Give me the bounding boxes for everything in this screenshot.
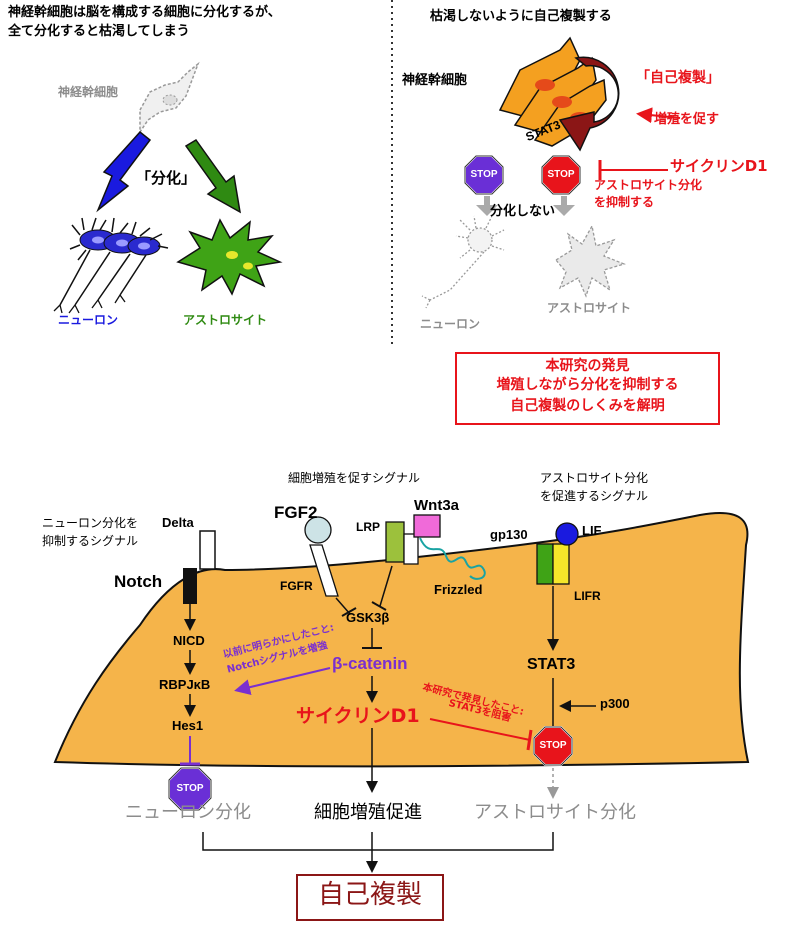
astro-sig-1: アストロサイト分化	[540, 471, 649, 485]
tr-stop-left-text: STOP	[470, 169, 498, 180]
gray-arrow-left	[476, 196, 498, 216]
gray-arrow-right	[553, 196, 575, 216]
neuron-sig-1: ニューロン分化を	[42, 516, 139, 530]
neuron-cluster	[53, 217, 169, 314]
tl-heading-1: 神経幹細胞は脳を構成する細胞に分化するが、	[8, 5, 281, 20]
gray-neuron	[421, 215, 505, 309]
promote-arrow	[636, 107, 681, 124]
p300-label: p300	[600, 696, 630, 711]
frizzled-label: Frizzled	[434, 582, 483, 597]
fgfr-receptor	[309, 544, 339, 597]
gray-astrocyte	[555, 224, 626, 298]
tr-heading: 枯渇しないように自己複製する	[430, 9, 612, 24]
tl-neuron-label: ニューロン	[58, 313, 119, 327]
fgf2-ligand	[304, 516, 332, 544]
lrp-label: LRP	[356, 520, 380, 534]
frizzled-receptor	[419, 537, 486, 580]
stat3-label: STAT3	[527, 656, 576, 673]
tr-neuron-label: ニューロン	[420, 317, 481, 331]
gray-stem-cell	[139, 61, 200, 135]
tr-astrocyte-label: アストロサイト	[547, 301, 632, 315]
lif-ligand	[555, 522, 579, 546]
tr-cyclin-label: サイクリンD1	[670, 157, 768, 175]
neuron-sig-2: 抑制するシグナル	[42, 534, 139, 548]
prolif-sig-label: 細胞増殖を促すシグナル	[288, 471, 421, 485]
astrocyte-green	[176, 218, 283, 296]
lifr-receptor	[552, 543, 570, 585]
self-renewal-box	[296, 874, 444, 921]
rbpjk-label: RBPJκB	[159, 677, 211, 692]
wnt3a-ligand	[413, 514, 441, 538]
stop-neuron-text: STOP	[176, 783, 204, 794]
stop-astro-text: STOP	[539, 740, 567, 751]
fgf2-label: FGF2	[274, 503, 318, 522]
cyclin-d1-label: サイクリンD1	[296, 705, 420, 727]
lrp-receptor	[385, 521, 405, 563]
gsk3b-label: GSK3β	[346, 610, 390, 625]
tr-inhibit-2: を抑制する	[594, 195, 655, 209]
gp130-label: gp130	[490, 527, 528, 542]
hes1-label: Hes1	[172, 718, 204, 733]
notch-receptor	[183, 568, 197, 604]
prolif-label: 細胞増殖促進	[314, 802, 422, 823]
lifr-label: LIFR	[574, 589, 601, 603]
beta-catenin-label: β-catenin	[332, 654, 408, 673]
astro-diff-label: アストロサイト分化	[474, 802, 636, 823]
tl-stem-cell-label: 神経幹細胞	[58, 85, 119, 99]
tl-diff-label: 「分化」	[136, 169, 197, 187]
tr-promote-label: 増殖を促す	[654, 112, 720, 127]
self-renewal-arrow	[558, 56, 620, 152]
tl-heading-2: 全て分化すると枯渇してしまう	[8, 24, 190, 39]
stop-astro	[533, 726, 573, 766]
lif-label: LIF	[582, 523, 602, 538]
gp130-receptor	[536, 543, 554, 585]
finding-line-1: 増殖しながら分化を抑制する	[496, 377, 679, 393]
neuron-diff-label: ニューロン分化	[125, 802, 251, 823]
tr-no-diff-label: 分化しない	[490, 204, 556, 219]
blue-arrow	[96, 130, 152, 213]
stop-neuron	[168, 767, 212, 811]
astro-sig-2: を促進するシグナル	[540, 489, 649, 503]
finding-title: 本研究の発見	[545, 358, 630, 374]
cell-body	[53, 512, 750, 768]
stop-sign-right	[541, 155, 581, 195]
tr-stem-cell-label: 神経幹細胞	[402, 73, 468, 88]
finding-line-2: 自己複製のしくみを解明	[510, 398, 665, 414]
cyclin-inhibit-line	[429, 718, 531, 741]
wnt3a-label: Wnt3a	[414, 497, 459, 514]
prev-finding-arrow	[234, 667, 331, 695]
self-renewal-label: 自己複製	[317, 880, 422, 910]
finding-box	[455, 352, 720, 425]
tr-inhibit-1: アストロサイト分化	[594, 178, 703, 192]
stop-sign-left	[464, 155, 504, 195]
tr-self-renewal-label: 「自己複製」	[636, 70, 720, 86]
fgfr-label: FGFR	[280, 579, 313, 593]
tl-astrocyte-label: アストロサイト	[183, 313, 268, 327]
bottom-bracket	[202, 832, 554, 851]
notch-label: Notch	[114, 572, 163, 591]
delta-ligand	[199, 530, 216, 570]
green-arrow	[184, 139, 241, 214]
tr-stop-right-text: STOP	[547, 169, 575, 180]
nicd-label: NICD	[173, 633, 205, 648]
delta-label: Delta	[162, 515, 194, 530]
